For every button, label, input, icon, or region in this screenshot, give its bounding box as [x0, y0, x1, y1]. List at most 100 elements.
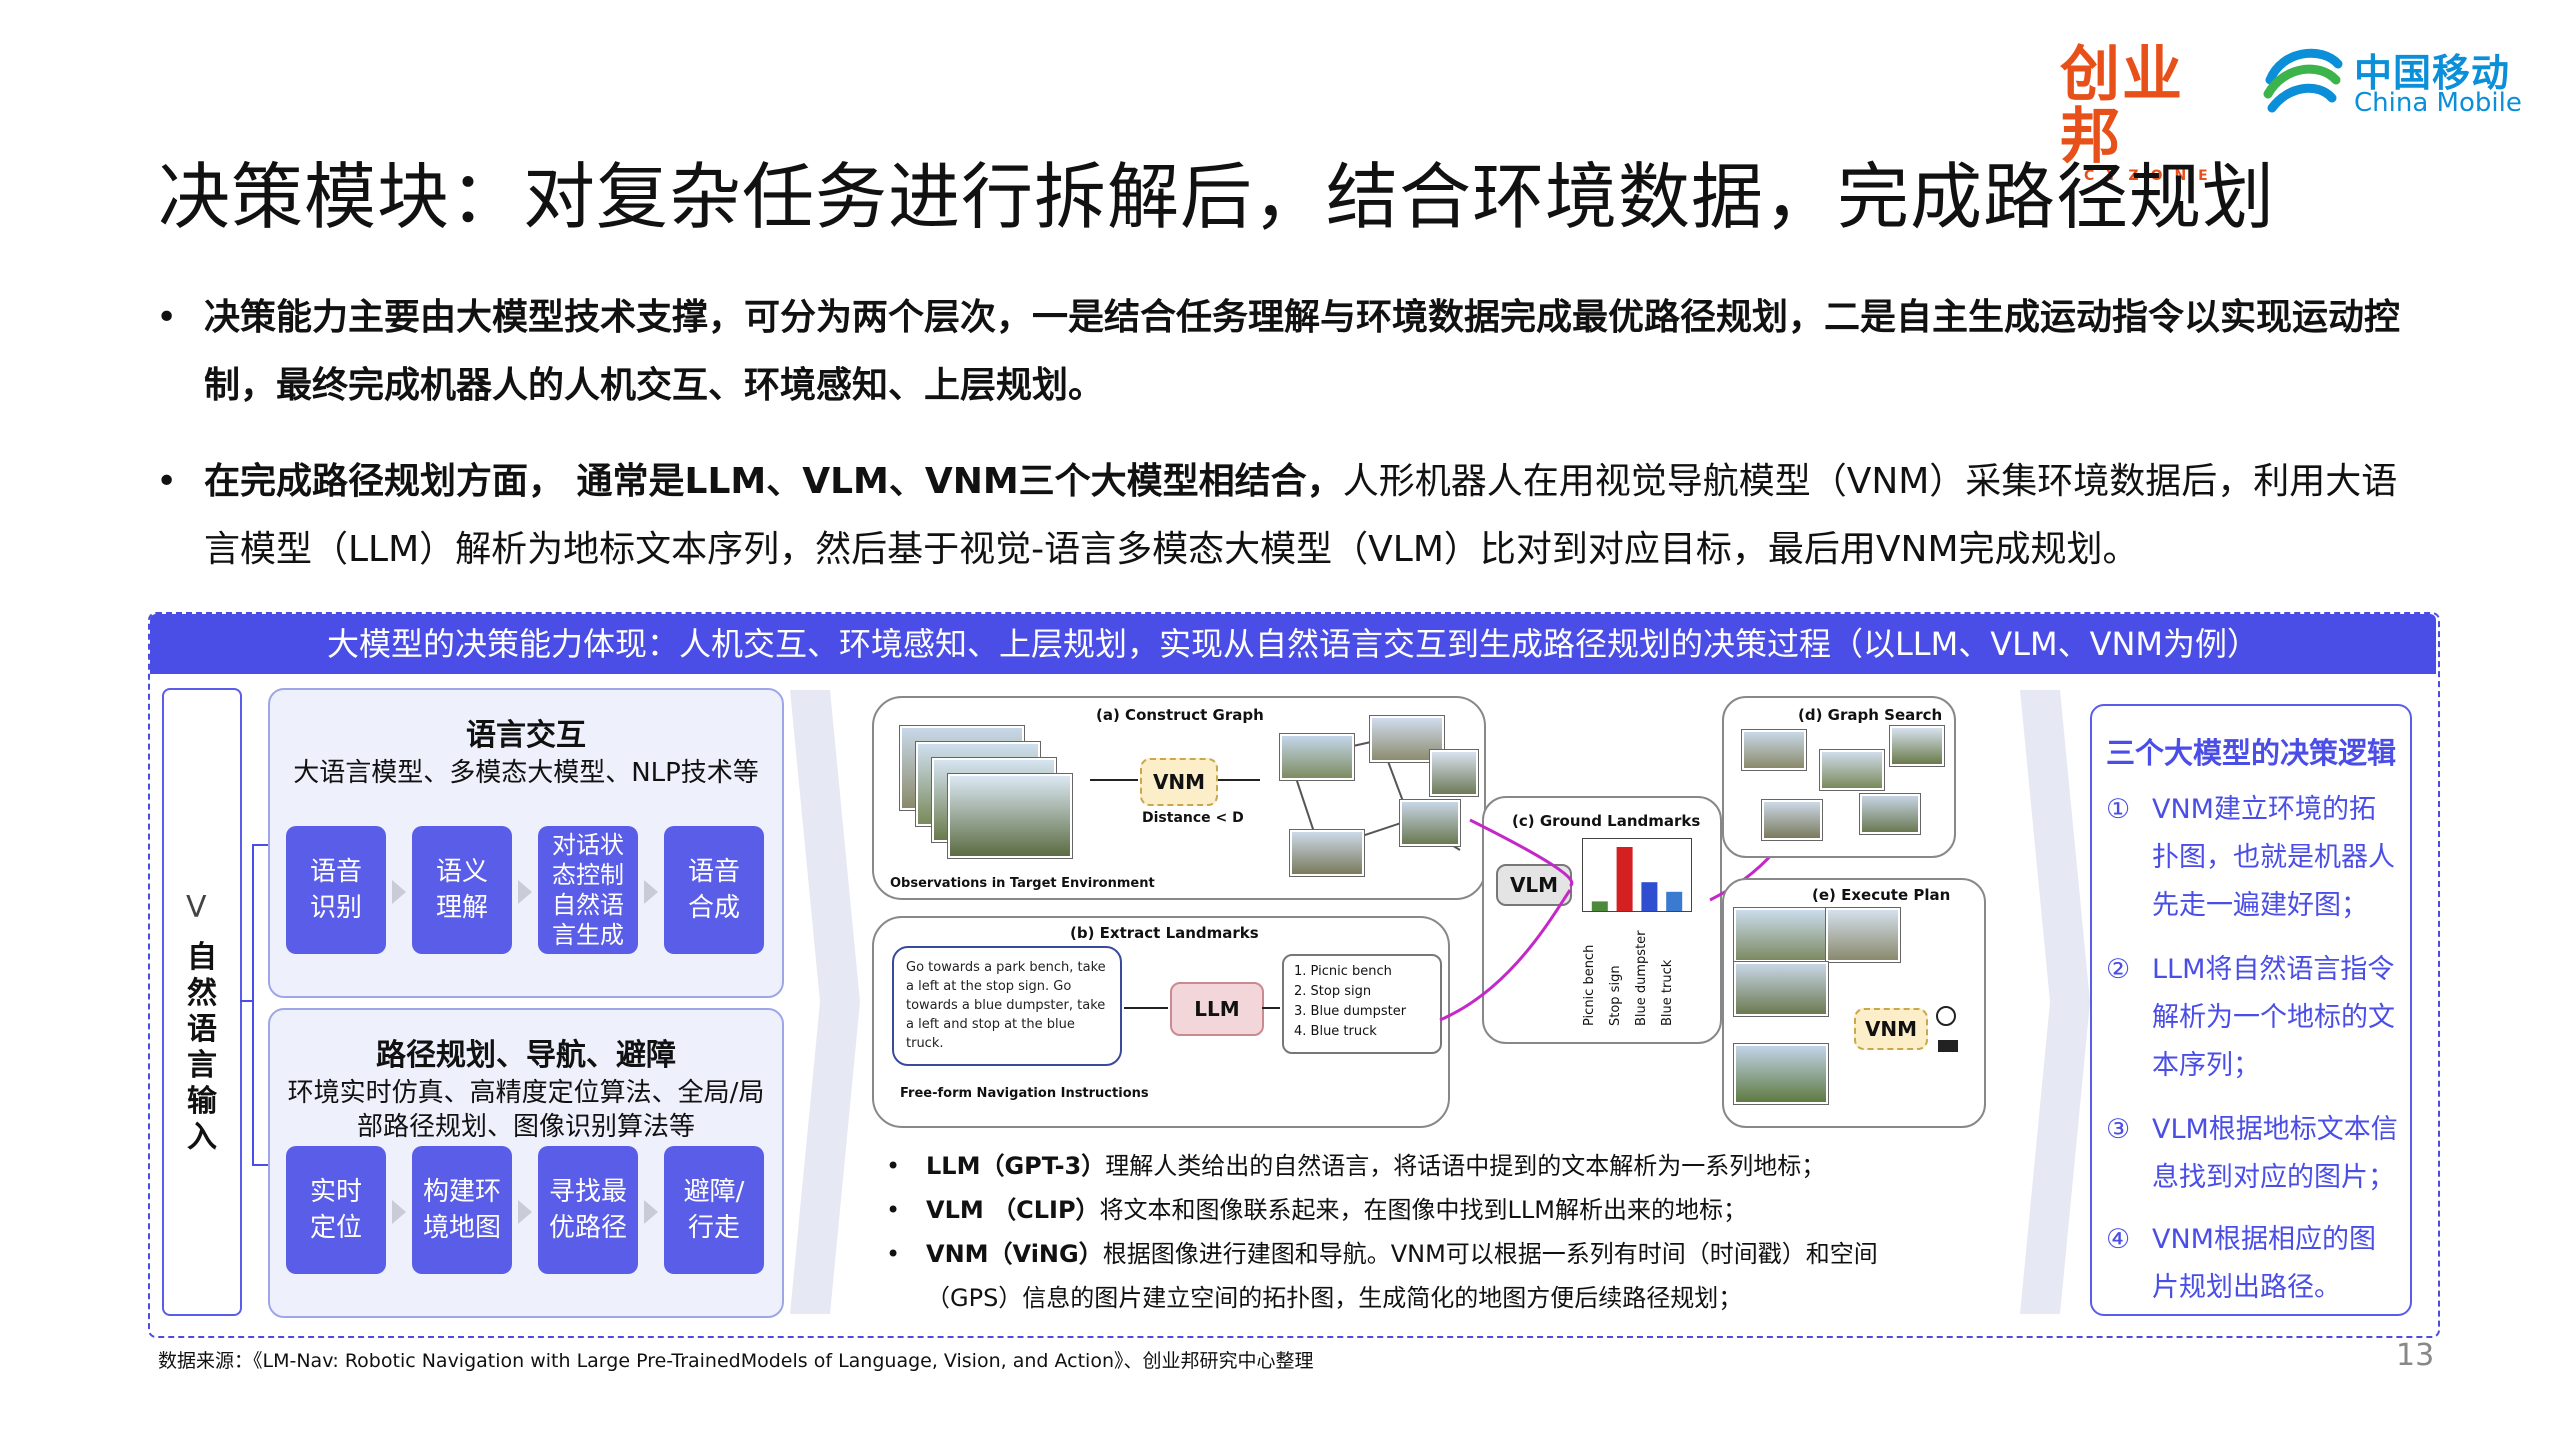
robot-icons [1936, 1006, 1958, 1052]
plan-photo [1734, 962, 1828, 1016]
graph-search-label: (d) Graph Search [1798, 706, 1943, 724]
plan-photo [1734, 908, 1828, 962]
logic-item-number: ③ [2106, 1114, 2131, 1145]
step-speech-recognition: 语音 识别 [286, 826, 386, 954]
step-obstacle-avoidance: 避障/ 行走 [664, 1146, 764, 1274]
panel-title: 语言交互 [466, 718, 586, 753]
landmark-item: 1. Picnic bench [1294, 964, 1392, 979]
step-speech-synthesis: 语音 合成 [664, 826, 764, 954]
vnm-execute-node: VNM [1854, 1008, 1928, 1050]
landmark-item: 3. Blue dumpster [1294, 1004, 1407, 1019]
model-note-bold: VLM （CLIP） [926, 1196, 1100, 1224]
step-optimal-path: 寻找最 优路径 [538, 1146, 638, 1274]
bullet-dot: • [156, 297, 178, 338]
instruction-bubble: Go towards a park bench, take a left at … [892, 946, 1122, 1066]
bullet-normal-text: 人形机器人在用视觉导航模型（VNM）采集环境数据后，利用大语言模型（LLM）解析… [204, 461, 2398, 570]
bullet-bold-text: 在完成路径规划方面， 通常是LLM、VLM、VNM三个大模型相结合， [204, 461, 1343, 502]
step-arrow-icon [644, 1200, 658, 1224]
panel-title: 路径规划、导航、避障 [376, 1038, 676, 1073]
lm-nav-figure: (a) Construct Graph Observations in Targ… [870, 690, 2010, 1130]
logic-item-number: ② [2106, 954, 2131, 985]
execute-plan-label: (e) Execute Plan [1812, 886, 1951, 904]
vnm-node: VNM [1140, 758, 1218, 806]
step-realtime-localization: 实时 定位 [286, 1146, 386, 1274]
distance-caption: Distance < D [1142, 810, 1244, 826]
model-note-vnm: •VNM（ViNG）根据图像进行建图和导航。VNM可以根据一系列有时间（时间戳）… [886, 1240, 1878, 1312]
step-arrow-icon [518, 1200, 532, 1224]
llm-node: LLM [1170, 982, 1264, 1036]
logic-item-text: VNM建立环境的拓扑图，也就是机器人先走一遍建好图； [2152, 794, 2395, 921]
model-note-bold: LLM（GPT-3） [926, 1152, 1106, 1180]
diagram-header: 大模型的决策能力体现：人机交互、环境感知、上层规划，实现从自然语言交互到生成路径… [150, 614, 2436, 674]
cyzone-logo-text: 创业邦 [2060, 40, 2184, 172]
chevron-separator-left-icon [790, 690, 860, 1314]
search-node-photo [1742, 730, 1806, 770]
observations-caption: Observations in Target Environment [890, 876, 1155, 891]
bullet-dot: • [156, 461, 178, 502]
logic-item-number: ④ [2106, 1224, 2131, 1255]
search-node-photo [1762, 800, 1822, 840]
step-dialog-control: 对话状 态控制 自然语 言生成 [538, 826, 638, 954]
step-semantic-understanding: 语义 理解 [412, 826, 512, 954]
natural-language-input: ᐯ 自然语言输入 [162, 688, 242, 1316]
logic-item-text: VLM根据地标文本信息找到对应的图片； [2152, 1114, 2398, 1193]
ground-landmarks-box [1482, 796, 1722, 1044]
step-arrow-icon [518, 880, 532, 904]
ground-landmarks-label: (c) Ground Landmarks [1512, 812, 1701, 830]
connector-line [252, 844, 254, 1164]
model-note-text: 将文本和图像联系起来，在图像中找到LLM解析出来的地标； [1099, 1196, 1747, 1224]
search-node-photo [1860, 794, 1920, 834]
step-arrow-icon [392, 880, 406, 904]
path-planning-panel: 路径规划、导航、避障 环境实时仿真、高精度定位算法、全局/局部路径规划、图像识别… [268, 1008, 784, 1318]
diagram-frame [148, 612, 2440, 1338]
graph-node-photo [1400, 800, 1460, 846]
robot-brand-icon: ᐯ [186, 890, 207, 925]
search-node-photo [1890, 726, 1944, 766]
logic-item: ④ VNM根据相应的图片规划出路径。 [2106, 1216, 2402, 1312]
extract-landmarks-label: (b) Extract Landmarks [1070, 924, 1259, 942]
model-notes: •LLM（GPT-3）理解人类给出的自然语言，将话语中提到的文本解析为一系列地标… [880, 1144, 1880, 1320]
step-build-map: 构建环 境地图 [412, 1146, 512, 1274]
language-interaction-panel: 语言交互 大语言模型、多模态大模型、NLP技术等 语音 识别 语义 理解 对话状… [268, 688, 784, 998]
connector-line [252, 1164, 268, 1166]
graph-node-photo [1290, 830, 1364, 876]
landmark-score-bar [1641, 882, 1658, 911]
natural-language-input-label: 自然语言输入 [187, 940, 217, 1155]
plan-photo [1826, 908, 1900, 962]
landmark-score-bars [1591, 847, 1683, 911]
source-note: 数据来源：《LM-Nav: Robotic Navigation with La… [158, 1350, 1314, 1372]
landmark-score-bar [1666, 891, 1683, 911]
dog-robot-icon [1938, 1040, 1958, 1052]
decision-logic-title: 三个大模型的决策逻辑 [2105, 736, 2396, 770]
logic-item: ③ VLM根据地标文本信息找到对应的图片； [2106, 1106, 2402, 1202]
decision-logic-panel: 三个大模型的决策逻辑 ① VNM建立环境的拓扑图，也就是机器人先走一遍建好图； … [2090, 704, 2412, 1316]
panel-subtitle: 大语言模型、多模态大模型、NLP技术等 [293, 758, 759, 788]
landmark-item: 2. Stop sign [1294, 984, 1372, 999]
plan-photo [1734, 1044, 1828, 1104]
landmark-score-bar [1616, 847, 1633, 911]
logic-item-number: ① [2106, 794, 2131, 825]
model-note-text: 根据图像进行建图和导航。VNM可以根据一系列有时间（时间戳）和空间（GPS）信息… [926, 1240, 1878, 1312]
connector-line [240, 1000, 252, 1002]
observation-photo [948, 774, 1072, 858]
landmark-score-chart [1582, 838, 1692, 912]
step-arrow-icon [392, 1200, 406, 1224]
cyzone-logo-subtext: CYZONE [2084, 168, 2220, 184]
construct-graph-label: (a) Construct Graph [1096, 706, 1264, 724]
bullet-path-planning: • 在完成路径规划方面， 通常是LLM、VLM、VNM三个大模型相结合，人形机器… [156, 448, 2420, 584]
landmark-item: 4. Blue truck [1294, 1024, 1377, 1039]
extract-landmarks-box [872, 916, 1450, 1128]
bullet-decision-capability: • 决策能力主要由大模型技术支撑，可分为两个层次，一是结合任务理解与环境数据完成… [156, 284, 2420, 420]
model-note-bold: VNM（ViNG） [926, 1240, 1103, 1268]
chevron-separator-right-icon [2020, 690, 2090, 1314]
robot-icon [1936, 1006, 1956, 1026]
logic-item-text: VNM根据相应的图片规划出路径。 [2152, 1224, 2376, 1303]
landmark-score-bar [1591, 901, 1608, 911]
panel-subtitle: 环境实时仿真、高精度定位算法、全局/局部路径规划、图像识别算法等 [287, 1078, 765, 1142]
connector-line [252, 844, 268, 846]
china-mobile-mark-icon [2263, 48, 2343, 113]
search-node-photo [1820, 750, 1884, 790]
logic-item-text: LLM将自然语言指令解析为一个地标的文本序列； [2152, 954, 2395, 1081]
model-note-llm: •LLM（GPT-3）理解人类给出的自然语言，将话语中提到的文本解析为一系列地标… [886, 1152, 1826, 1180]
landmark-list: 1. Picnic bench 2. Stop sign 3. Blue dum… [1282, 954, 1442, 1054]
